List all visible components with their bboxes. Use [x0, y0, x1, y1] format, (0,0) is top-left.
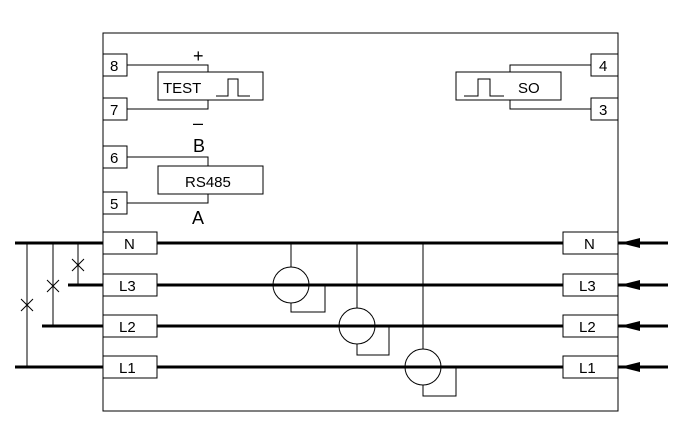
terminal-l1-left-label: L1 [119, 360, 136, 377]
terminal-l1-left [102, 355, 158, 379]
arrow-left-icon [620, 362, 640, 372]
terminal-l2-right-label: L2 [579, 319, 596, 336]
terminal-8-label: 8 [110, 58, 118, 75]
terminal-n-left [102, 231, 158, 255]
fuse-cross-icon [71, 258, 85, 272]
so-module-label: SO [518, 80, 540, 97]
so-module-box [455, 71, 562, 101]
terminal-4 [590, 53, 619, 77]
arrow-left-icon [620, 238, 640, 248]
current-sensor-l3 [272, 243, 326, 313]
rs485-module-box [157, 165, 264, 195]
terminal-3-label: 3 [599, 102, 607, 119]
terminal-7 [102, 97, 128, 121]
supply-wiring [15, 241, 103, 369]
current-sensor-l2 [338, 243, 390, 356]
terminal-8 [102, 53, 128, 77]
terminal-n-right-label: N [584, 236, 595, 253]
rs485-group: RS485 B A 6 5 [102, 136, 264, 228]
terminal-6 [102, 145, 128, 169]
terminal-3 [590, 97, 619, 121]
current-sensor-l1 [404, 243, 457, 397]
so-pulse-icon [464, 78, 504, 97]
terminal-n-left-label: N [124, 236, 135, 253]
fuse-cross-icon [20, 298, 34, 312]
left-phase-terminals: N L3 L2 L1 [102, 231, 158, 379]
terminal-l2-left-label: L2 [119, 319, 136, 336]
arrow-left-icon [620, 280, 640, 290]
test-pulse-icon [216, 78, 250, 97]
so-output-group: SO 4 3 [455, 53, 619, 121]
test-output-group: TEST + – 8 7 [102, 46, 264, 133]
arrow-left-icon [620, 321, 640, 331]
test-plus-sign: + [193, 46, 204, 66]
test-module-label: TEST [163, 80, 201, 97]
terminal-6-label: 6 [110, 150, 118, 167]
terminal-7-label: 7 [110, 102, 118, 119]
right-phase-terminals: N L3 L2 L1 [562, 231, 619, 379]
terminal-l3-left [102, 273, 158, 297]
test-minus-sign: – [193, 113, 203, 133]
terminal-l1-right-label: L1 [579, 360, 596, 377]
fuse-cross-icon [46, 279, 60, 293]
terminal-l2-left [102, 314, 158, 338]
terminal-l3-left-label: L3 [119, 278, 136, 295]
terminal-l3-right-label: L3 [579, 278, 596, 295]
test-module-box [157, 71, 264, 101]
terminal-5 [102, 191, 128, 215]
rs485-a-label: A [192, 208, 204, 228]
terminal-4-label: 4 [599, 58, 607, 75]
right-input-arrows [618, 238, 668, 372]
rs485-b-label: B [193, 136, 205, 156]
terminal-5-label: 5 [110, 196, 118, 213]
rs485-module-label: RS485 [185, 174, 231, 191]
